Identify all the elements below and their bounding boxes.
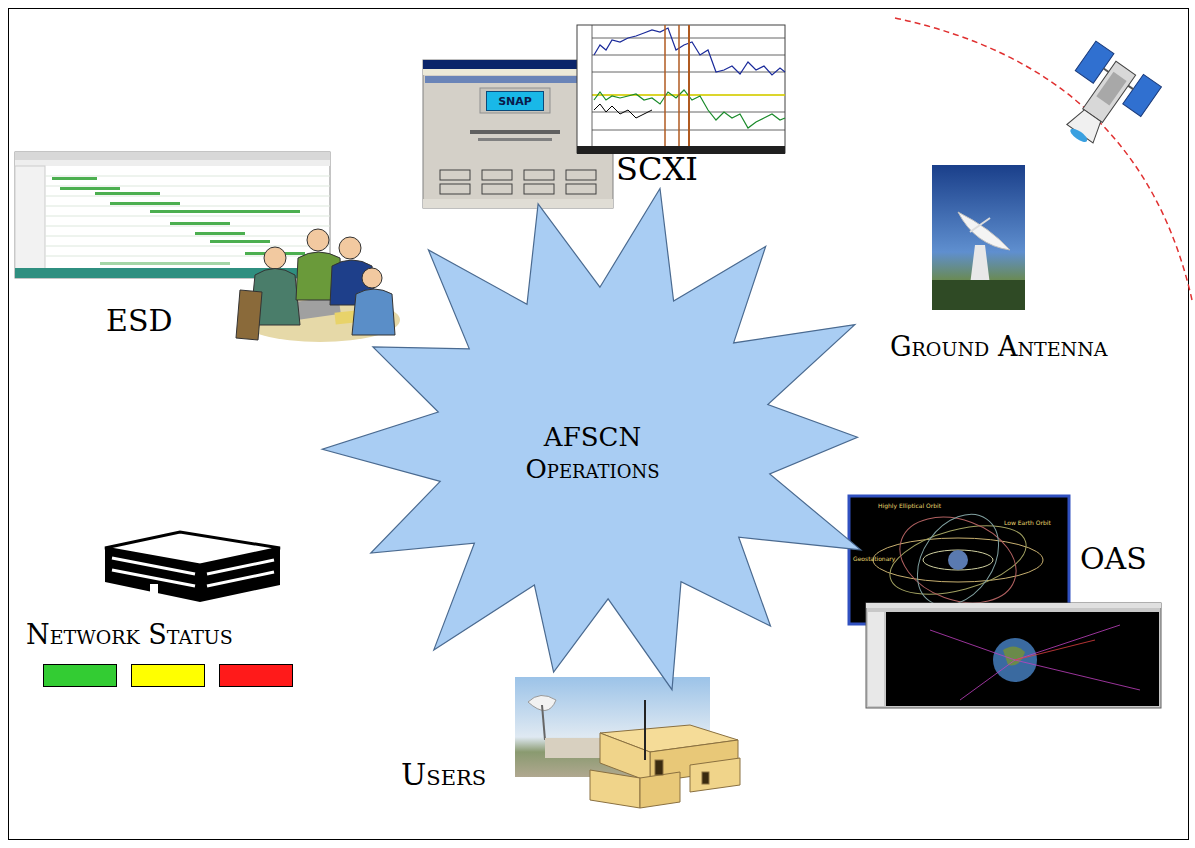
satellite-icon — [1044, 41, 1162, 161]
starburst-node: AFSCN Operations — [305, 178, 880, 708]
orbit-label: Low Earth Orbit — [1004, 520, 1051, 527]
orbit-label: Highly Elliptical Orbit — [878, 503, 941, 510]
section-label: Users — [401, 758, 486, 791]
section-label: OAS — [1080, 542, 1147, 575]
building-clipart — [590, 700, 740, 808]
status-bars — [44, 665, 293, 687]
section-label: Network Status — [26, 620, 233, 650]
antenna-photo — [932, 165, 1025, 310]
section-label: SCXI — [616, 152, 698, 187]
button-text: SNAP — [498, 95, 532, 108]
orbit-label: Geostationary — [853, 556, 895, 563]
oas-screenshots — [849, 496, 1161, 708]
section-label: ESD — [106, 304, 173, 337]
starburst-outline — [322, 189, 861, 690]
frame — [9, 9, 1189, 840]
people-clipart — [236, 229, 400, 342]
button-node: SNAP — [486, 91, 544, 111]
network-building-icon — [105, 532, 280, 602]
scxi-chart — [577, 25, 785, 154]
esd-screenshot — [15, 152, 330, 278]
center-title: AFSCN Operations — [493, 421, 693, 486]
section-label: Ground Antenna — [890, 332, 1108, 362]
